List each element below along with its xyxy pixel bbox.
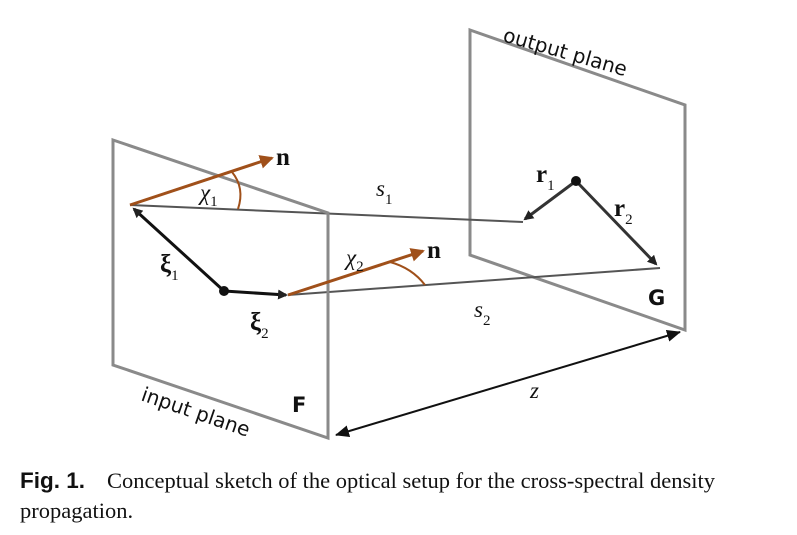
input-plane-label: input plane bbox=[138, 382, 253, 442]
xi1-vector bbox=[132, 207, 226, 293]
angle-arc-chi2 bbox=[389, 261, 426, 286]
output-origin-point bbox=[571, 176, 581, 186]
input-origin-point bbox=[219, 286, 229, 296]
output-plane-letter: G bbox=[648, 286, 665, 310]
chi2-label: χ2 bbox=[344, 245, 364, 275]
chi1-label: χ1 bbox=[198, 180, 218, 210]
n2-label: n bbox=[427, 237, 441, 264]
input-plane bbox=[111, 137, 330, 441]
r2-label: r2 bbox=[614, 195, 633, 228]
xi2-vector bbox=[223, 289, 288, 300]
s2-label: s2 bbox=[474, 297, 490, 329]
r1-vector bbox=[523, 179, 577, 221]
n1-label: n bbox=[276, 144, 290, 171]
xi2-label: ξ2 bbox=[250, 309, 269, 342]
z-label: z bbox=[529, 378, 539, 403]
ray-s2 bbox=[287, 267, 661, 296]
caption-text: Conceptual sketch of the optical setup f… bbox=[20, 468, 715, 523]
normal-vector-1 bbox=[129, 155, 274, 207]
output-plane bbox=[468, 27, 687, 333]
s1-label: s1 bbox=[376, 176, 392, 208]
caption-label: Fig. 1. bbox=[20, 468, 86, 493]
angle-arc-chi1 bbox=[231, 171, 242, 210]
normal-vector-2 bbox=[287, 248, 425, 297]
input-plane-letter: F bbox=[292, 393, 306, 417]
xi1-label: ξ1 bbox=[160, 251, 179, 284]
r1-label: r1 bbox=[536, 161, 555, 194]
z-distance-arrow bbox=[335, 329, 681, 438]
figure-caption: Fig. 1.Conceptual sketch of the optical … bbox=[20, 466, 790, 526]
output-plane-label: output plane bbox=[501, 23, 630, 81]
r2-vector bbox=[574, 179, 658, 266]
